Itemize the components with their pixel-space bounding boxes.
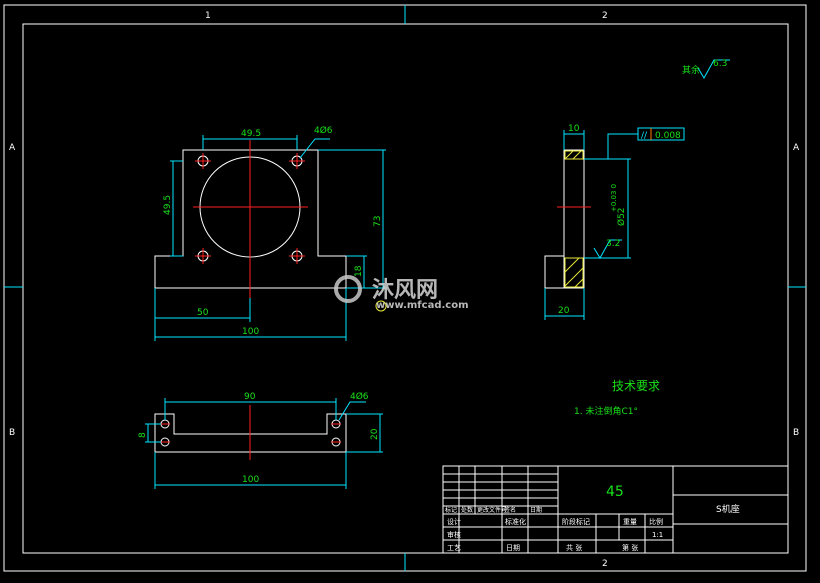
top-dim-left: 8 bbox=[138, 432, 148, 438]
tb-review: 审核 bbox=[447, 530, 461, 539]
row-label-b: B bbox=[9, 428, 15, 438]
col-label-1: 1 bbox=[205, 11, 211, 21]
front-dim-left: 49.5 bbox=[163, 195, 173, 215]
side-dim-top: 10 bbox=[568, 124, 580, 134]
front-dim-hole: 4Ø6 bbox=[314, 125, 333, 136]
row-label-a-right: A bbox=[793, 143, 800, 153]
front-dim-base: 18 bbox=[354, 265, 364, 277]
top-dim-hole: 4Ø6 bbox=[350, 391, 369, 402]
tb-stage: 阶段标记 bbox=[562, 517, 590, 526]
part-name: S机座 bbox=[716, 503, 740, 515]
notes-line-1: 1. 未注倒角C1° bbox=[574, 405, 638, 417]
tb-scale: 比例 bbox=[649, 517, 663, 526]
tb-standard: 标准化 bbox=[505, 517, 526, 526]
top-dim-right: 20 bbox=[370, 428, 380, 440]
material: 45 bbox=[606, 484, 624, 500]
tb-c1: 标记 bbox=[445, 506, 457, 514]
tb-scale-value: 1:1 bbox=[652, 531, 663, 539]
tb-c5: 日期 bbox=[530, 506, 542, 514]
tb-process: 工艺 bbox=[447, 544, 461, 552]
tb-c4: 签名 bbox=[504, 506, 516, 514]
notes-title: 技术要求 bbox=[612, 379, 660, 393]
front-dim-top: 49.5 bbox=[241, 129, 261, 139]
row-label-b-right: B bbox=[793, 428, 799, 438]
side-bore-tol: +0.03 0 bbox=[610, 184, 618, 212]
col-label-2-bottom: 2 bbox=[602, 559, 608, 569]
title-block bbox=[442, 465, 789, 554]
front-dim-half: 50 bbox=[197, 308, 209, 318]
tolerance-value: 0.008 bbox=[655, 131, 681, 141]
general-roughness-symbol bbox=[697, 59, 730, 79]
top-dim-width: 100 bbox=[242, 475, 259, 485]
tb-c2: 处数 bbox=[461, 506, 473, 514]
col-label-2: 2 bbox=[602, 11, 608, 21]
sheet-frame bbox=[3, 4, 807, 572]
side-bore: Ø52 bbox=[616, 207, 627, 226]
watermark-brand: 沐风网 bbox=[372, 278, 438, 303]
front-dim-width: 100 bbox=[242, 327, 259, 337]
front-view bbox=[154, 135, 387, 341]
front-dim-height: 73 bbox=[373, 216, 383, 227]
tb-weight: 重量 bbox=[623, 518, 637, 526]
tb-date: 日期 bbox=[506, 544, 520, 552]
side-dim-bottom: 20 bbox=[558, 306, 570, 316]
watermark-url: www.mfcad.com bbox=[376, 300, 469, 311]
watermark: 沐风网 www.mfcad.com bbox=[334, 275, 469, 311]
top-view bbox=[145, 398, 383, 489]
row-label-a: A bbox=[9, 143, 16, 153]
top-dim-inner: 90 bbox=[244, 392, 256, 402]
tb-sheets: 共 张 bbox=[566, 543, 582, 552]
tolerance-symbol: // bbox=[641, 131, 648, 141]
tb-design: 设计 bbox=[447, 517, 461, 526]
roughness-label: 其余 bbox=[682, 64, 700, 76]
side-view bbox=[544, 127, 685, 320]
side-roughness: 3.2 bbox=[606, 239, 620, 249]
roughness-value: 6.3 bbox=[713, 59, 727, 69]
tb-c3: 更改文件号 bbox=[477, 506, 507, 514]
tb-sheet-no: 第 张 bbox=[622, 543, 638, 552]
